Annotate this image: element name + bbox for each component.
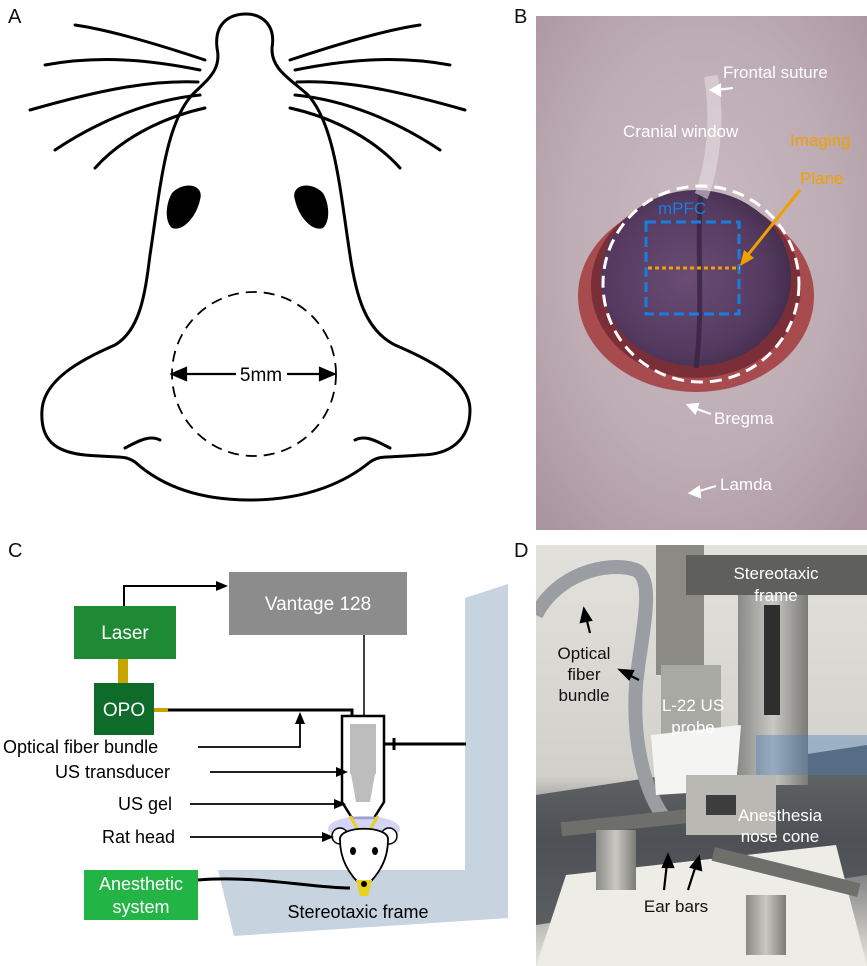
left-whiskers: [30, 25, 205, 168]
trigger-arrowhead: [216, 581, 228, 591]
fiber-label-line3: bundle: [558, 686, 609, 705]
nose-cone-label-line1: Anesthesia: [738, 806, 823, 825]
probe-label-line2: probe: [671, 718, 714, 737]
lamda-label: Lamda: [720, 475, 773, 494]
system-schematic: Vantage 128 Laser OPO Optical fiber bund…: [0, 540, 520, 966]
fiber-path: [168, 710, 352, 723]
vantage-label: Vantage 128: [265, 594, 371, 615]
scale-label: 5mm: [240, 365, 282, 386]
rat-head-label: Rat head: [102, 827, 175, 847]
frontal-suture-label: Frontal suture: [723, 63, 828, 82]
anesthetic-label-line1: Anesthetic: [99, 874, 183, 894]
laser-label: Laser: [101, 623, 149, 644]
opo-label: OPO: [103, 700, 145, 721]
right-eye: [294, 186, 328, 229]
us-transducer-label: US transducer: [55, 762, 170, 782]
right-whiskers: [290, 25, 465, 168]
us-gel-label: US gel: [118, 794, 172, 814]
fiber-label-line2: fiber: [567, 665, 600, 684]
nose-cone: [706, 795, 736, 815]
rat-head-outline: [42, 14, 470, 500]
bregma-label: Bregma: [714, 409, 774, 428]
cranial-window-photo: Frontal suture Cranial window Imaging Pl…: [536, 16, 867, 530]
left-eye: [167, 186, 201, 229]
imaging-label: Imaging: [790, 131, 850, 150]
stereotaxic-frame-label: Stereotaxic frame: [287, 902, 428, 922]
nose-cone-label-line2: nose cone: [741, 827, 819, 846]
mpfc-label: mPFC: [658, 199, 706, 218]
probe-label-line1: L-22 US: [662, 696, 724, 715]
ear-bars-label: Ear bars: [644, 897, 708, 916]
frame-label-line1: Stereotaxic: [733, 564, 819, 583]
fiber-bundle-label: Optical fiber bundle: [3, 737, 158, 757]
panel-letter-b: B: [514, 6, 527, 29]
rat-head-outline-diagram: 5mm: [0, 0, 515, 530]
apparatus-photo: Stereotaxic frame Optical fiber bundle L…: [536, 545, 867, 966]
cranial-window-label: Cranial window: [623, 122, 739, 141]
anesthetic-label-line2: system: [112, 897, 169, 917]
fiber-label-line1: Optical: [558, 644, 611, 663]
frame-label-line2: frame: [754, 586, 797, 605]
plane-label: Plane: [800, 169, 843, 188]
